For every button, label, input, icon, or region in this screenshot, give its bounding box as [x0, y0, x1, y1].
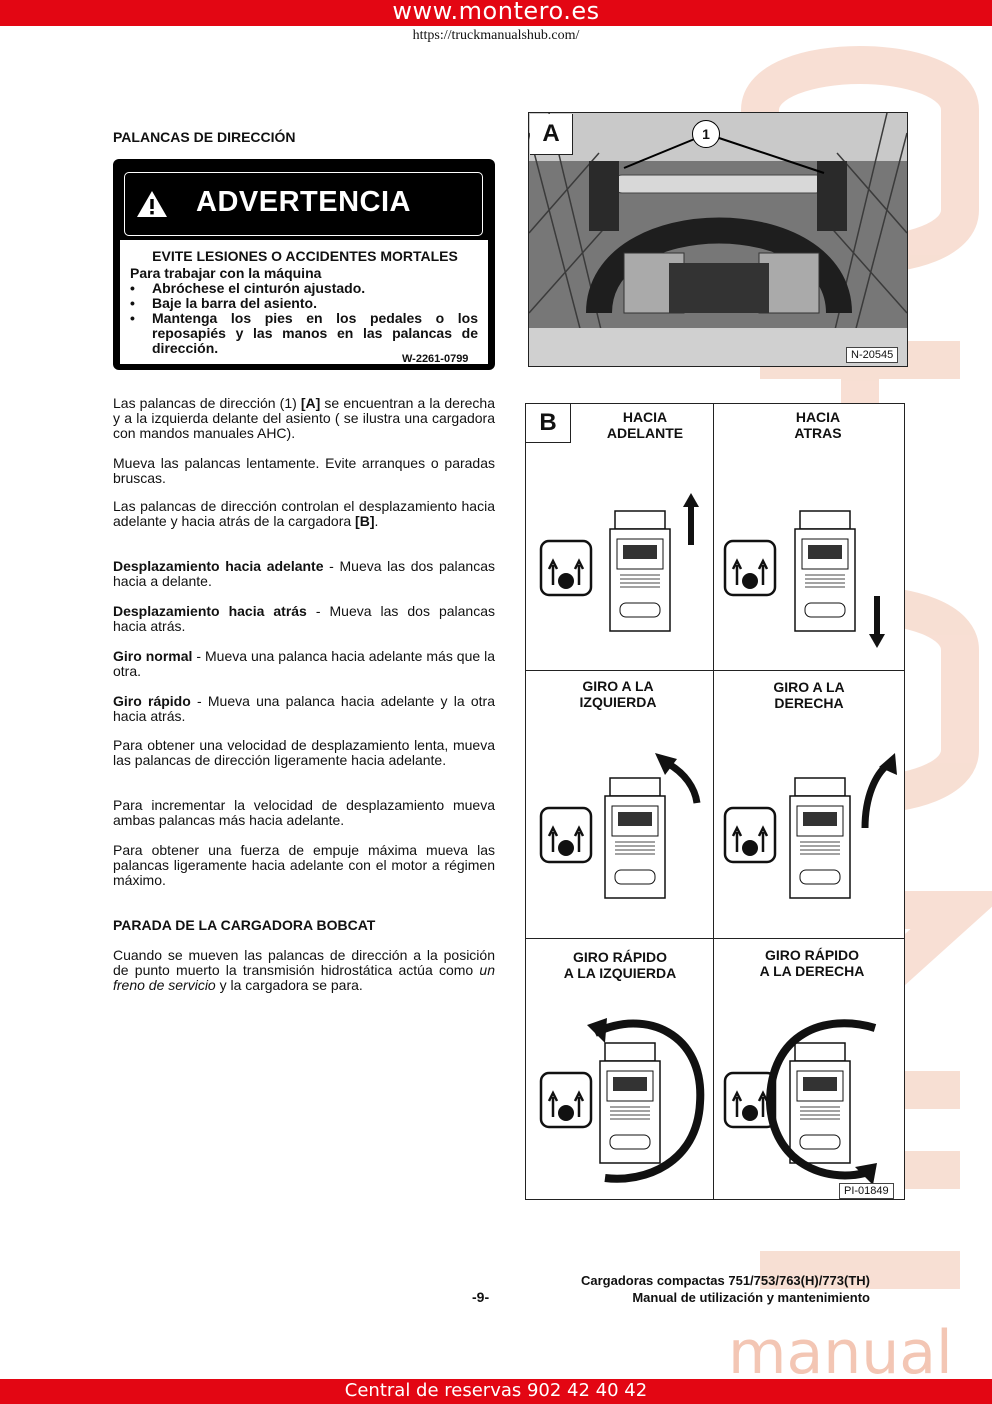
warning-title-bar: [124, 172, 483, 236]
warning-bullet-text: Mantenga los pies en los pedales o los r…: [152, 310, 478, 356]
paragraph: Para obtener una velocidad de desplazami…: [113, 737, 495, 768]
steering-levers-photo: [529, 113, 907, 366]
paragraph: Giro normal - Mueva una palanca hacia ad…: [113, 648, 495, 679]
paragraph: Desplazamiento hacia adelante - Mueva la…: [113, 558, 496, 589]
footer-bar: Central de reservas 902 42 40 42: [0, 1379, 992, 1404]
paragraph: Cuando se mueven las palancas de direcci…: [113, 947, 495, 993]
section-title-steering: PALANCAS DE DIRECCIÓN: [113, 129, 296, 145]
grid-divider: [525, 938, 905, 939]
warning-title: ADVERTENCIA: [196, 186, 411, 218]
warning-bullet: •Baje la barra del asiento.: [130, 296, 480, 311]
warning-triangle-icon: [137, 191, 167, 217]
paragraph: Para obtener una fuerza de empuje máxima…: [113, 842, 495, 888]
warning-heading: EVITE LESIONES O ACCIDENTES MORTALES: [152, 248, 458, 264]
warning-bullet: •Mantenga los pies en los pedales o los …: [130, 310, 478, 356]
watermark-word: manual: [728, 1318, 953, 1388]
figure-b-drawings: [539, 493, 897, 1185]
warning-bullet: •Abróchese el cinturón ajustado.: [130, 281, 480, 296]
paragraph: Mueva las palancas lentamente. Evite arr…: [113, 455, 495, 486]
figure-b-label: B: [526, 404, 571, 443]
paragraph: Las palancas de dirección controlan el d…: [113, 498, 495, 529]
section-title-stopping: PARADA DE LA CARGADORA BOBCAT: [113, 917, 376, 933]
figure-a-label: A: [530, 114, 573, 155]
paragraph: Para incrementar la velocidad de desplaz…: [113, 797, 495, 828]
figure-a-code: N-20545: [846, 347, 899, 363]
warning-bullet-text: Baje la barra del asiento.: [152, 295, 317, 311]
page-number: -9-: [472, 1289, 490, 1305]
warning-bullet-text: Abróchese el cinturón ajustado.: [152, 280, 366, 296]
footer-line: Cargadoras compactas 751/753/763(H)/773(…: [580, 1273, 870, 1288]
header-bar: www.montero.es: [0, 0, 992, 26]
source-url[interactable]: https://truckmanualshub.com/: [412, 28, 580, 43]
warning-code: W-2261-0799: [402, 353, 469, 365]
header-site[interactable]: www.montero.es: [392, 0, 600, 25]
footer-title: Cargadoras compactas 751/753/763(H)/773(…: [500, 1272, 870, 1306]
warning-body: [120, 240, 488, 364]
grid-divider: [525, 670, 905, 671]
grid-divider: [713, 403, 714, 1199]
warning-intro: Para trabajar con la máquina: [130, 265, 322, 281]
figure-a-photo: [528, 112, 908, 367]
footer-line: Manual de utilización y mantenimiento: [632, 1290, 870, 1305]
figure-b-code: PI-01849: [839, 1183, 894, 1199]
warning-text: EVITE LESIONES O ACCIDENTES MORTALES Par…: [130, 249, 480, 356]
paragraph: Giro rápido - Mueva una palanca hacia ad…: [113, 693, 496, 724]
paragraph: Las palancas de dirección (1) [A] se enc…: [113, 395, 495, 441]
paragraph: Desplazamiento hacia atrás - Mueva las d…: [113, 603, 495, 634]
reservation-phone[interactable]: Central de reservas 902 42 40 42: [344, 1380, 648, 1401]
callout-1: 1: [692, 120, 720, 148]
